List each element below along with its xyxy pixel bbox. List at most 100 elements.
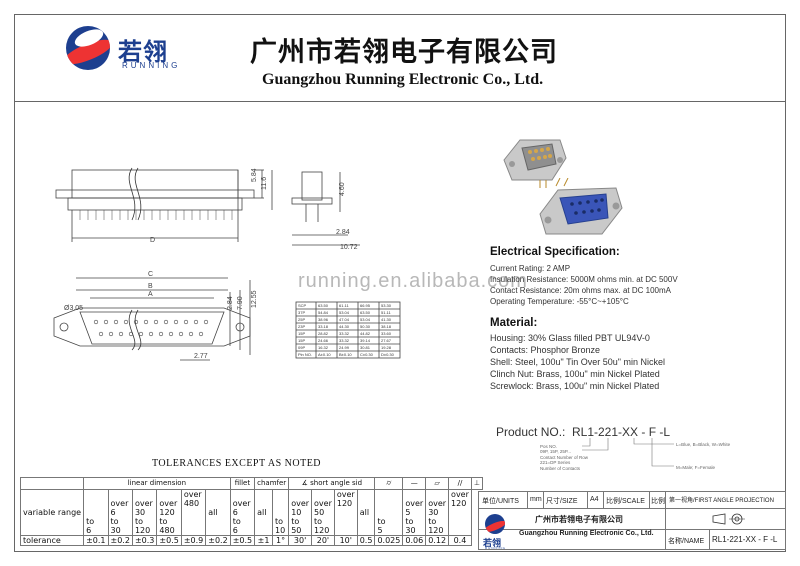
title-block-company-cn: 广州市若翎电子有限公司 (535, 515, 623, 524)
first-angle-projection-icon (712, 513, 745, 525)
title-block-company-en: Guangzhou Running Electronic Co., Ltd. (519, 530, 654, 537)
dim-table-cell: 53.04 (360, 317, 371, 322)
dim-label: A (148, 291, 153, 298)
dim-table-cell: 33.18 (318, 324, 329, 329)
spec-line: Insulation Resistance: 5000M ohms min. a… (490, 275, 678, 284)
dim-table-cell: A±0.10 (318, 352, 331, 357)
dim-label: Ø3.05 (64, 305, 83, 312)
dim-label: B (148, 283, 153, 290)
dim-table-cell: 63.50 (318, 303, 329, 308)
title-block: 单位/UNITS mm 尺寸/SIZE A4 比例/SCALE 比例 第一视角/… (478, 491, 786, 550)
material-title: Material: (490, 317, 538, 329)
dim-table-cell: 33.60 (381, 331, 392, 336)
dim-table-cell: 19.28 (381, 345, 392, 350)
dim-table-cell: 30.81 (360, 345, 371, 350)
company-name-english: Guangzhou Running Electronic Co., Ltd. (262, 71, 544, 88)
spec-line: Contact Resistance: 20m ohms max. at DC … (490, 286, 671, 295)
range-cell: all (205, 489, 231, 536)
tolerance-value: 1° (272, 535, 290, 546)
tolerance-value: 0.06 (402, 535, 427, 546)
scale-label: 比例/SCALE (606, 498, 645, 505)
dim-table-cell: 38.18 (381, 324, 392, 329)
dim-label: 11.6 (261, 177, 268, 190)
title-block-logo-icon (485, 514, 505, 534)
material-line: Clinch Nut: Brass, 100u" min Nickel Plat… (490, 369, 660, 379)
dim-table-cell: 54.84 (318, 310, 329, 315)
spec-line: Current Rating: 2 AMP (490, 264, 571, 273)
scale-value: 比例 (651, 498, 665, 505)
tolerance-label: tolerance (19, 535, 85, 546)
dim-table-cell: C±0.30 (360, 352, 374, 357)
range-cell: all (254, 489, 274, 536)
product-number-label: Product NO.: (496, 425, 566, 439)
female-connector-photo-icon (539, 178, 623, 235)
angle-symbol-icon: ∡ (301, 479, 311, 487)
tolerance-value: ±0.5 (156, 535, 182, 546)
logo-english-text: RUNNING (122, 61, 181, 70)
size-value: A4 (590, 496, 599, 503)
tolerance-value: ±0.2 (205, 535, 231, 546)
dim-table-cell: 66.95 (360, 303, 371, 308)
size-label: 尺寸/SIZE (546, 498, 578, 505)
electrical-spec-title: Electrical Specification: (490, 246, 620, 258)
title-block-logo-en: RUNNING (485, 546, 506, 550)
tolerance-group-chamfer: chamfer (254, 477, 290, 490)
flatness-symbol-icon: ▱ (425, 477, 450, 490)
product-number-code: RL1-221-XX - F -L (572, 425, 671, 439)
dim-table-cell: 28.82 (318, 331, 329, 336)
dim-table-cell: 33.32 (339, 331, 350, 336)
dim-table-cell: 23P (298, 324, 305, 329)
material-line: Contacts: Phosphor Bronze (490, 345, 601, 355)
tolerance-header-blank (19, 477, 85, 490)
tolerance-value: ±0.5 (229, 535, 256, 546)
dim-table-cell: 53.30 (381, 303, 392, 308)
straightness-symbol-icon: — (402, 477, 427, 490)
dim-table-cell: 38.96 (318, 317, 329, 322)
dim-label: C (148, 271, 153, 278)
tolerance-value: 0.12 (425, 535, 450, 546)
dim-table-cell: SCP (298, 303, 307, 308)
dim-table-cell: Pin NO. (298, 352, 312, 357)
dim-label: 2.84 (227, 296, 234, 310)
name-label: 名称/NAME (668, 538, 705, 545)
name-value: RL1-221-XX - F -L (712, 535, 778, 544)
product-note: 09P, 15P, 25P... (540, 449, 572, 454)
male-connector-photo-icon (503, 139, 567, 188)
product-note: Contact Number of Row (540, 455, 589, 460)
header (14, 14, 786, 102)
tolerance-value: 10' (333, 535, 358, 546)
dim-table-cell: 50.30 (360, 324, 371, 329)
product-note-color: L=Blue, B=Black, W=White (676, 442, 731, 447)
watermark-text: running.en.alibaba.com (298, 270, 528, 292)
perpendicular-symbol-icon: ⊥ (470, 477, 484, 490)
dim-label: 12.55 (251, 290, 258, 308)
dim-label: 10.72 (340, 244, 358, 251)
dim-table-cell: 61.11 (339, 303, 349, 308)
dim-table-cell: 15P (298, 331, 305, 336)
dim-table-cell: 63.50 (360, 310, 371, 315)
dim-label: 5.84 (251, 168, 258, 182)
dim-table-cell: 41.30 (381, 317, 392, 322)
projection-label: 第一视角/FIRST ANGLE PROJECTION (669, 498, 774, 504)
product-note: Pos NO. (540, 444, 558, 449)
range-cell: all (356, 489, 376, 536)
product-number-leader-lines (582, 438, 674, 467)
company-logo-icon (66, 26, 110, 70)
dim-table-cell: 47.04 (339, 317, 350, 322)
dim-table-cell: B±0.10 (339, 352, 352, 357)
tolerance-value: ±1 (254, 535, 274, 546)
dim-label: 2.77 (194, 353, 208, 360)
tolerance-value: ±0.3 (131, 535, 158, 546)
dim-table-cell: 51.11 (381, 310, 391, 315)
tolerance-value: 20' (311, 535, 335, 546)
dim-table-cell: 24.66 (318, 338, 329, 343)
